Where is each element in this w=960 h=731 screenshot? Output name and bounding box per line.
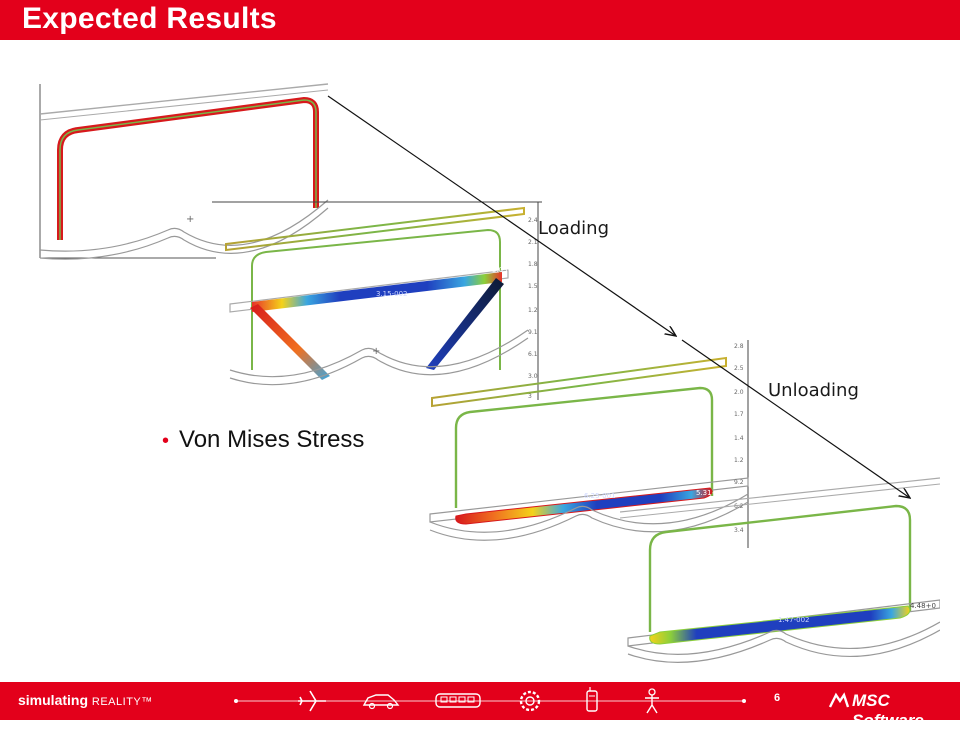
- svg-text:3: 3: [528, 393, 532, 400]
- simulation-frame-4: 1.47-002 4.48+0: [620, 477, 940, 663]
- train-icon: [435, 693, 481, 708]
- svg-text:6.25-001: 6.25-001: [584, 492, 615, 500]
- loading-label: Loading: [538, 218, 610, 239]
- svg-text:1.8: 1.8: [528, 261, 538, 268]
- svg-text:1.47-002: 1.47-002: [778, 616, 809, 624]
- svg-text:1.2: 1.2: [528, 307, 538, 314]
- simulation-frame-2: 3.15-002 3.03+000 + 2.42.11.8 1.51.29.1 …: [212, 201, 542, 400]
- svg-text:2.5: 2.5: [734, 365, 744, 372]
- msc-logo-icon: [828, 692, 850, 708]
- svg-text:6.2: 6.2: [734, 503, 744, 510]
- svg-text:4.48+0: 4.48+0: [910, 602, 936, 610]
- svg-text:5.31+001: 5.31+001: [696, 489, 731, 497]
- slide-title: Expected Results: [22, 2, 277, 35]
- svg-text:2.0: 2.0: [734, 389, 744, 396]
- bullet-text: Von Mises Stress: [179, 426, 365, 453]
- bullet-dot-icon: •: [162, 430, 170, 452]
- svg-text:+: +: [372, 346, 380, 357]
- airplane-icon: [298, 690, 326, 712]
- svg-text:1.2: 1.2: [734, 457, 744, 464]
- svg-text:2.4: 2.4: [528, 217, 538, 224]
- svg-text:1.5: 1.5: [528, 283, 538, 290]
- brand-logo-text: MSC Software: [852, 691, 924, 730]
- svg-text:3.15-002: 3.15-002: [376, 290, 407, 298]
- svg-text:1.4: 1.4: [734, 435, 744, 442]
- page-number: 6: [774, 692, 781, 704]
- footer-bar: simulating REALITY™: [0, 682, 960, 730]
- svg-text:3.03+000: 3.03+000: [492, 266, 527, 274]
- svg-text:+: +: [186, 214, 194, 225]
- car-icon: [362, 694, 400, 710]
- simulation-frame-3: 6.25-001 5.31+001 2.8 2.5 2.0 1.7 1.4 1.2 9.…: [429, 340, 749, 548]
- svg-text:9.2: 9.2: [734, 479, 744, 486]
- phone-icon: [586, 687, 598, 712]
- tagline: simulating REALITY™: [18, 692, 153, 708]
- title-bar: Expected Results: [0, 0, 960, 40]
- gear-icon: [519, 690, 541, 712]
- svg-text:3.0: 3.0: [528, 373, 538, 380]
- svg-text:9.1: 9.1: [528, 329, 538, 336]
- svg-text:6.1: 6.1: [528, 351, 538, 358]
- tagline-light: REALITY™: [91, 696, 153, 708]
- svg-text:2.8: 2.8: [734, 343, 744, 350]
- svg-text:1.7: 1.7: [734, 411, 744, 418]
- svg-text:3.4: 3.4: [734, 527, 744, 534]
- unloading-label: Unloading: [768, 380, 859, 401]
- svg-text:2.1: 2.1: [528, 239, 538, 246]
- person-icon: [645, 688, 659, 714]
- footer-icon-strip: [234, 687, 746, 714]
- bullet-item: • Von Mises Stress: [162, 426, 364, 454]
- tagline-bold: simulating: [18, 692, 89, 708]
